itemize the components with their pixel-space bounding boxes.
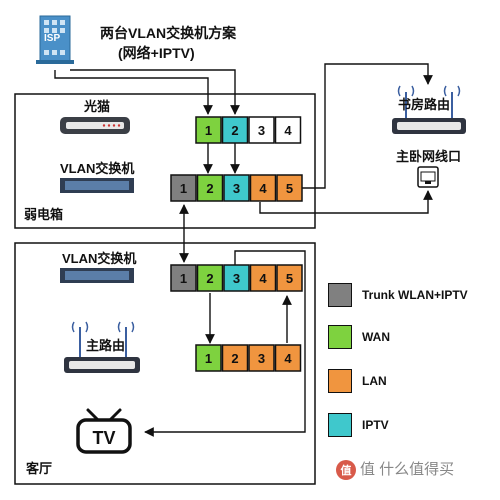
modem-port-4: 4: [274, 116, 302, 144]
modem-port-2: 2: [221, 116, 249, 144]
switch1-port-1: 1: [170, 174, 197, 202]
switch2-port-5: 5: [276, 264, 303, 292]
switch1-port-5: 5: [276, 174, 303, 202]
switch2-port-5-label: 5: [286, 271, 293, 286]
switch2-label: VLAN交换机: [62, 251, 137, 266]
diagram-title-line2: (网络+IPTV): [118, 45, 195, 61]
legend-label-wan: WAN: [362, 330, 390, 344]
study-router-label: 书房路由: [398, 97, 451, 112]
switch2-port-4-label: 4: [259, 271, 267, 286]
closet-label: 弱电箱: [24, 207, 64, 222]
isp-to-modem-1: [54, 70, 213, 115]
sw2-3-to-tv: [144, 250, 306, 437]
watermark-logo: 值: [336, 460, 356, 480]
legend-swatch-trunk: [328, 283, 352, 307]
isp-to-modem-2: [70, 69, 240, 115]
sw1-4-to-bedroom-jack: [259, 190, 433, 214]
switch2-port-3-label: 3: [233, 271, 240, 286]
switch1-label: VLAN交换机: [60, 161, 135, 176]
switch1-port-2: 2: [196, 174, 224, 202]
svg-text:值: 值: [341, 463, 352, 477]
switch1-port-1-label: 1: [180, 181, 187, 196]
watermark-text: 值 什么值得买: [360, 461, 455, 478]
switch2-port-4: 4: [249, 264, 277, 292]
modem-label: 光猫: [84, 99, 111, 114]
switch2-port-3: 3: [223, 264, 250, 292]
legend-swatch-lan: [328, 369, 352, 393]
switch2-port-1: 1: [170, 264, 197, 292]
living-room-label: 客厅: [26, 461, 53, 476]
ports-layer: 1 2 3 4 1 2 3 4 5 1 2 3 4 5 1 2 3 4: [170, 116, 303, 372]
study-router-icon: [392, 85, 466, 134]
switch1-port-3-label: 3: [233, 181, 240, 196]
router-port-2-label: 2: [231, 351, 238, 366]
main-router-icon: [64, 321, 140, 373]
isp-building-icon: [36, 15, 74, 64]
legend-label-trunk: Trunk WLAN+IPTV: [362, 288, 468, 302]
connections: [54, 63, 433, 437]
router-port-4: 4: [274, 344, 302, 372]
switch2-port-2: 2: [196, 264, 224, 292]
router-port-1: 1: [195, 344, 222, 372]
switch1-port-3: 3: [223, 174, 250, 202]
closet-box: [14, 93, 316, 229]
tv-label: TV: [92, 428, 115, 448]
legend-swatch-wan: [328, 325, 352, 349]
modem-port-3: 3: [248, 116, 275, 144]
legend-label-iptv: IPTV: [362, 418, 389, 432]
switch1-port-4-label: 4: [259, 181, 267, 196]
modem-port-2-label: 2: [231, 123, 238, 138]
router-port-3-label: 3: [258, 351, 265, 366]
diagram-title-line1: 两台VLAN交换机方案: [100, 25, 237, 41]
isp-label: ISP: [44, 33, 61, 44]
bedroom-jack-label: 主卧网线口: [396, 149, 462, 164]
legend-swatch-iptv: [328, 413, 352, 437]
router-port-2: 2: [221, 344, 249, 372]
switch2-icon: [60, 268, 134, 283]
switch1-port-5-label: 5: [286, 181, 293, 196]
modem-port-1-label: 1: [205, 123, 212, 138]
legend: Trunk WLAN+IPTV WAN LAN IPTV: [328, 283, 498, 443]
switch1-icon: [60, 178, 134, 193]
sw1-5-to-study-router: [300, 63, 433, 189]
switch1-port-4: 4: [249, 174, 277, 202]
switch2-port-2-label: 2: [206, 271, 213, 286]
living-room-box: [14, 242, 316, 485]
modem-port-1: 1: [195, 116, 222, 144]
modem-port-3-label: 3: [258, 123, 265, 138]
ethernet-jack-icon: [417, 166, 439, 188]
switch2-port-1-label: 1: [180, 271, 187, 286]
router-port-1-label: 1: [205, 351, 212, 366]
legend-label-lan: LAN: [362, 374, 387, 388]
router-port-3: 3: [248, 344, 275, 372]
router-port-4-label: 4: [284, 351, 292, 366]
switch1-port-2-label: 2: [206, 181, 213, 196]
modem-port-4-label: 4: [284, 123, 292, 138]
main-router-label: 主路由: [86, 338, 126, 353]
modem-icon: [60, 117, 130, 134]
tv-icon: TV: [76, 408, 132, 454]
